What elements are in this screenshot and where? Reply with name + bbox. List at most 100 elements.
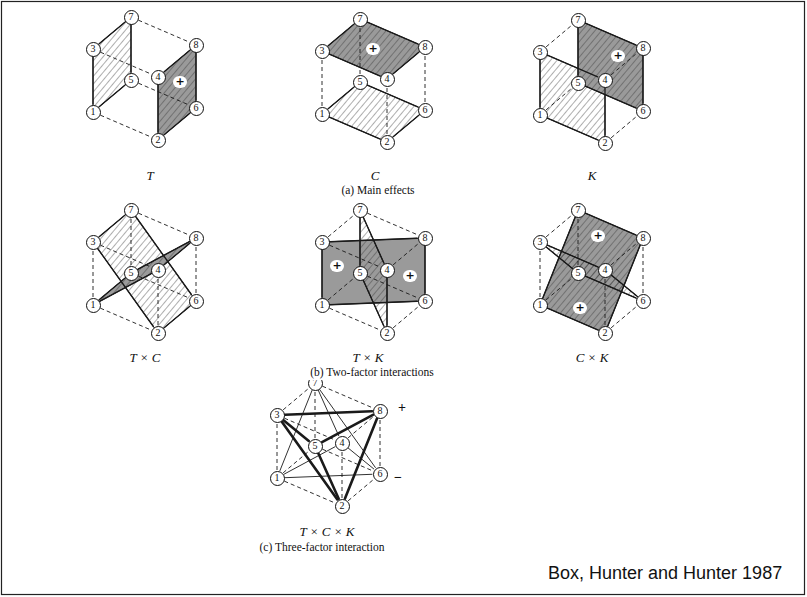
cube-edge: [577, 28, 578, 75]
plane-diagonal: [363, 217, 383, 262]
vertex-number: 4: [340, 438, 345, 448]
vertex-number: 5: [358, 268, 363, 278]
cube-edge: [164, 306, 190, 328]
vertex-circle: 2: [598, 136, 613, 151]
high-plane: [540, 210, 643, 333]
plane-sign: +: [173, 76, 186, 89]
vertex-number: 6: [641, 106, 646, 116]
cube-edge: [393, 52, 419, 74]
vertex-circle: 8: [373, 404, 388, 419]
vertex-circle: 2: [151, 326, 166, 341]
vertex-number: 3: [538, 47, 543, 57]
vertex-circle: 4: [335, 436, 350, 451]
sign-label: −: [393, 470, 403, 486]
high-plane-hatch: [158, 45, 196, 140]
vertex-number: 2: [156, 135, 161, 145]
vertex-circle: 3: [86, 235, 101, 250]
vertex-number: 7: [576, 15, 581, 25]
vertex-number: 1: [91, 107, 96, 117]
cube-edge: [387, 87, 388, 134]
cube-edge: [328, 24, 354, 46]
vertex-circle: 6: [189, 294, 204, 309]
vertex-number: 5: [313, 441, 318, 451]
high-plane: [93, 238, 196, 305]
vertex-circle: 8: [636, 41, 651, 56]
vertex-circle: 6: [418, 103, 433, 118]
figure-label: T: [144, 169, 155, 184]
vertex-number: 2: [385, 328, 390, 338]
sign-label: +: [397, 400, 407, 416]
vertex-circle: 3: [315, 235, 330, 250]
vertex-circle: 8: [189, 38, 204, 53]
plane-diagonal: [98, 249, 154, 327]
cube-edge: [393, 243, 419, 265]
vertex-circle: 1: [315, 298, 330, 313]
cube-edge: [329, 117, 379, 139]
cube-edge: [360, 27, 361, 74]
cube-edge: [328, 278, 354, 300]
cube-edge: [277, 423, 278, 470]
vertex-number: 8: [641, 43, 646, 53]
cube-edge: [585, 276, 635, 298]
vertex-circle: 7: [571, 203, 586, 218]
figure-label: T × K: [351, 351, 386, 366]
vertex-circle: 5: [353, 75, 368, 90]
vertex-number: 7: [129, 12, 134, 22]
cube-edge: [329, 54, 379, 76]
cube-edge: [92, 57, 93, 104]
vertex-number: 6: [423, 105, 428, 115]
cube-edge: [393, 115, 419, 137]
cube-edge: [342, 451, 343, 498]
vertex-circle: 7: [124, 203, 139, 218]
high-plane-hatch: [540, 210, 643, 333]
vertex-circle: 8: [189, 231, 204, 246]
vertex-number: 1: [91, 300, 96, 310]
vertex-number: 5: [576, 268, 581, 278]
plane-sign: +: [573, 302, 586, 315]
vertex-number: 6: [194, 103, 199, 113]
vertex-number: 4: [603, 75, 608, 85]
cube-edge: [642, 56, 643, 103]
low-plane: [93, 210, 196, 333]
cube-edge: [99, 215, 125, 237]
high-plane-hatch: [93, 238, 196, 305]
plane-sign: +: [403, 270, 416, 283]
cube-edge: [611, 116, 637, 138]
vertex-number: 1: [538, 300, 543, 310]
plane-diagonal: [136, 217, 192, 295]
vertex-circle: 7: [353, 203, 368, 218]
cube-edge: [643, 246, 644, 293]
vertex-number: 2: [603, 138, 608, 148]
vertex-number: 5: [129, 268, 134, 278]
vertex-circle: 6: [636, 294, 651, 309]
vertex-number: 8: [194, 40, 199, 50]
cube-edge: [546, 88, 572, 110]
vertex-number: 7: [576, 205, 581, 215]
cube-edge: [99, 85, 125, 107]
vertex-circle: 2: [380, 135, 395, 150]
vertex-circle: 8: [418, 40, 433, 55]
cube-edge: [196, 246, 197, 293]
figure-label: C: [369, 169, 382, 184]
tetrahedron-edge: [280, 390, 312, 470]
vertex-circle: 5: [571, 266, 586, 281]
vertex-circle: 6: [418, 294, 433, 309]
vertex-circle: 2: [380, 326, 395, 341]
vertex-circle: 2: [151, 133, 166, 148]
figure-label: T × C: [128, 351, 163, 366]
plane-diagonal: [546, 247, 572, 268]
vertex-number: 1: [275, 473, 280, 483]
cube-edge: [540, 250, 541, 297]
cube-edge: [329, 308, 379, 330]
low-plane: [540, 242, 643, 301]
vertex-number: 2: [340, 501, 345, 511]
cube-edge: [539, 60, 540, 107]
cube-edge: [328, 215, 354, 237]
cube-edge: [367, 213, 417, 235]
vertex-circle: 1: [533, 298, 548, 313]
high-plane: [578, 20, 643, 111]
cube-edge: [328, 87, 354, 109]
